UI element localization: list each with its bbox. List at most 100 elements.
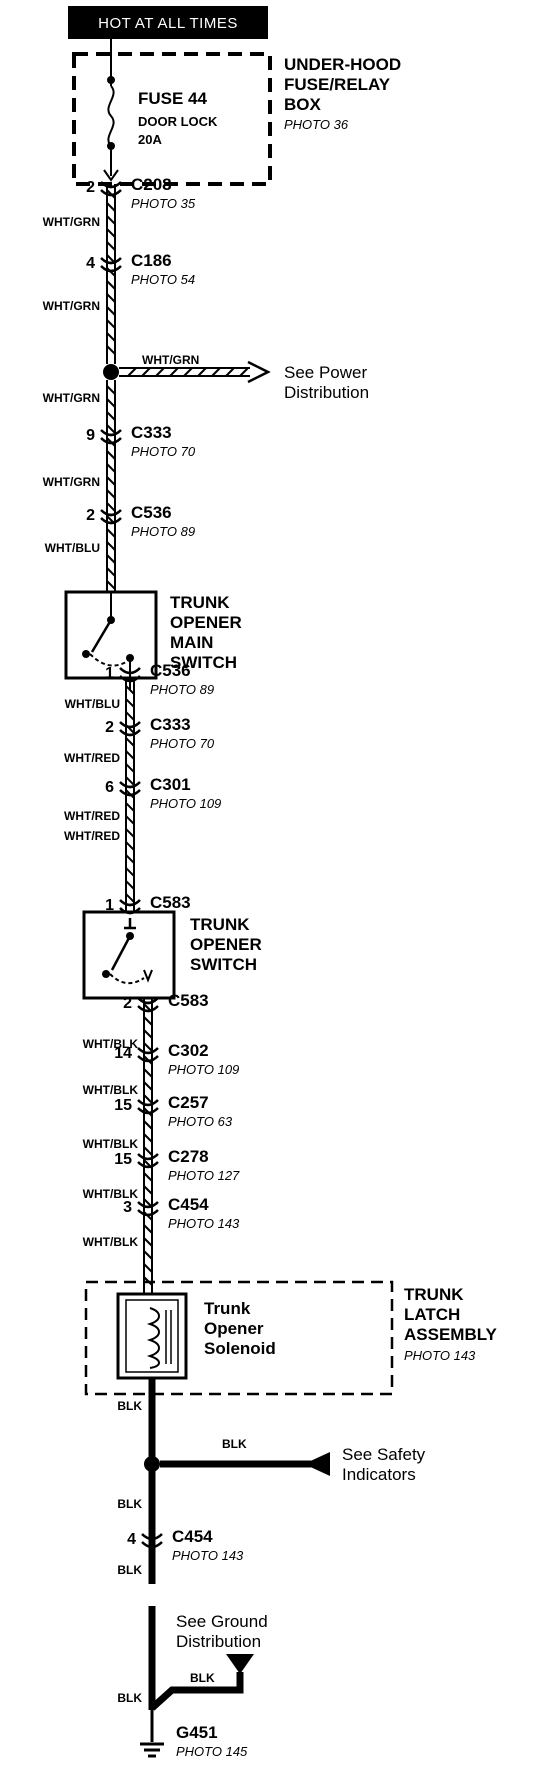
wire-stripe [125, 776, 135, 786]
main-switch-title-1: TRUNK [170, 593, 230, 612]
wire-label: WHT/BLK [83, 1037, 139, 1051]
wire-stripe [143, 1172, 153, 1182]
wire-stripe [106, 385, 116, 395]
wire-stripe [106, 306, 116, 316]
connector-arc-bottom [137, 1005, 159, 1013]
wire-stripe [125, 685, 135, 695]
splice-power [103, 364, 119, 380]
wire-stripe [143, 1224, 153, 1234]
wire-wht-grn-upper [106, 184, 116, 364]
latch-photo: PHOTO 143 [404, 1348, 476, 1363]
power-ref-2: Distribution [284, 383, 369, 402]
wire-stripe [125, 737, 135, 747]
opener-switch-blade [110, 935, 132, 971]
wire-stripe [125, 815, 135, 825]
wire-stripe [125, 867, 135, 877]
wire-stripe [106, 241, 116, 251]
wire-stripe [125, 880, 135, 890]
connector-pin: 2 [86, 507, 95, 524]
connector-photo: PHOTO 109 [150, 796, 221, 811]
wire-label: BLK [117, 1399, 142, 1413]
connector-arc-top [119, 667, 141, 675]
wire-stripe [106, 280, 116, 290]
wire-stripe [143, 1042, 153, 1052]
ground-ref-1: See Ground [176, 1612, 268, 1631]
connector-arc-top [137, 1153, 159, 1161]
connector-arc-top [100, 257, 122, 265]
opener-switch-title-3: SWITCH [190, 955, 257, 974]
wire-wht-blu-red [125, 680, 135, 912]
main-switch-blade [90, 619, 113, 653]
connector-photo: PHOTO 127 [168, 1168, 240, 1183]
main-switch-title-2: OPENER [170, 613, 242, 632]
connector-arc-top [137, 1099, 159, 1107]
wire-stripe [143, 1146, 153, 1156]
connector-arc-top [100, 509, 122, 517]
connector-photo: PHOTO 143 [172, 1548, 244, 1563]
fuse-box-photo: PHOTO 36 [284, 117, 349, 132]
safety-ref-2: Indicators [342, 1465, 416, 1484]
opener-switch-contact-left [102, 970, 110, 978]
wire-stripe [106, 502, 116, 512]
connector-photo: PHOTO 35 [131, 196, 196, 211]
connector-arc-bottom [137, 1107, 159, 1115]
connector-arc-top [119, 721, 141, 729]
ground-name: G451 [176, 1723, 218, 1742]
wire-stripe [143, 1237, 153, 1247]
wire-label: BLK [117, 1563, 142, 1577]
connector-name: C257 [168, 1093, 209, 1112]
ground-symbol [140, 1742, 164, 1758]
wire-label: WHT/RED [64, 809, 120, 823]
wire-label: WHT/BLK [83, 1235, 139, 1249]
header-box [68, 6, 268, 39]
connector-pin: 4 [127, 1531, 136, 1548]
branch-stripe [211, 367, 221, 377]
fuse-box-title-2: FUSE/RELAY [284, 75, 391, 94]
wire-stripe [106, 450, 116, 460]
connector-name: C302 [168, 1041, 209, 1060]
wire-stripe [106, 215, 116, 225]
ground-ref-tail [149, 1672, 244, 1711]
wire-stripe [106, 580, 116, 590]
wire-stripe [143, 1120, 153, 1130]
wire-stripe [106, 293, 116, 303]
wire-wht-grn-lower [106, 380, 116, 592]
wire-stripe [106, 476, 116, 486]
solenoid-inner [125, 1299, 179, 1373]
wire-stripe [125, 828, 135, 838]
safety-arrow [304, 1452, 330, 1476]
fuse-relay-box [72, 52, 272, 186]
wire-stripe [106, 528, 116, 538]
wire-stripe [143, 1250, 153, 1260]
safety-wire-label: BLK [222, 1437, 247, 1451]
connector-pin: 2 [86, 179, 95, 196]
wire-stripe [106, 489, 116, 499]
wire-stripe [143, 1185, 153, 1195]
wire-stripe [143, 1016, 153, 1026]
wire-stripe [143, 1068, 153, 1078]
wire-stripe [106, 228, 116, 238]
wire-label: WHT/GRN [43, 391, 100, 405]
connector-name: C454 [168, 1195, 209, 1214]
wire-stripe [125, 750, 135, 760]
fuse-box-title-1: UNDER-HOOD [284, 55, 401, 74]
ground-photo: PHOTO 145 [176, 1744, 248, 1759]
fuse-terminal-top [107, 76, 115, 84]
opener-switch-title-2: OPENER [190, 935, 262, 954]
wire-stripe [143, 1029, 153, 1039]
connector-arc-top [100, 429, 122, 437]
connector-pin: 2 [123, 995, 132, 1012]
wire-stripe [106, 319, 116, 329]
wire-labels: WHT/GRNWHT/GRNWHT/GRNWHT/GRNWHT/BLUWHT/B… [43, 215, 143, 1705]
branch-stripe [239, 367, 249, 377]
connector-name: C186 [131, 251, 172, 270]
